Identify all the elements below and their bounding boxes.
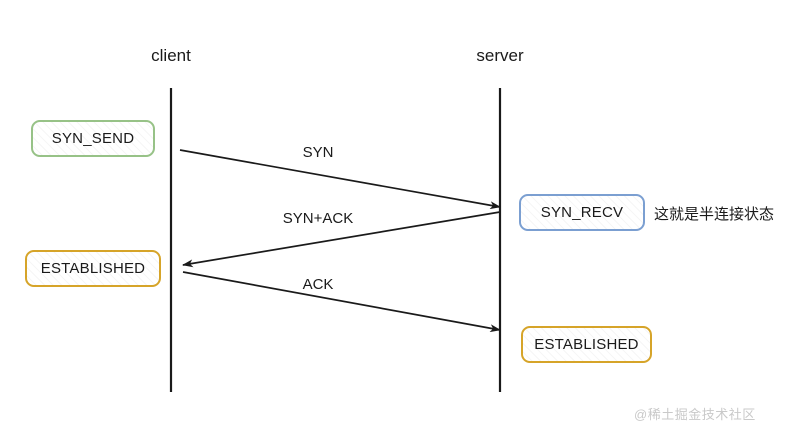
watermark: @稀土掘金技术社区 (634, 407, 756, 422)
server-lane-title: server (476, 46, 524, 65)
message-label-ack: ACK (302, 276, 334, 293)
message-arrows-group (179, 149, 501, 333)
arrow-syn-ack (182, 211, 501, 268)
half-open-state-note: 这就是半连接状态 (654, 206, 775, 223)
arrow-ack (182, 271, 501, 333)
message-label-syn: SYN (302, 144, 334, 161)
message-label-syn-ack: SYN+ACK (282, 210, 354, 227)
lifelines-group (169, 88, 502, 392)
client-lane-title: client (151, 46, 191, 65)
server-state-established[interactable]: ESTABLISHED (521, 326, 652, 363)
server-state-syn-recv[interactable]: SYN_RECV (519, 194, 645, 231)
client-state-established[interactable]: ESTABLISHED (25, 250, 161, 287)
client-state-syn-send[interactable]: SYN_SEND (31, 120, 155, 157)
arrow-syn (179, 149, 501, 210)
